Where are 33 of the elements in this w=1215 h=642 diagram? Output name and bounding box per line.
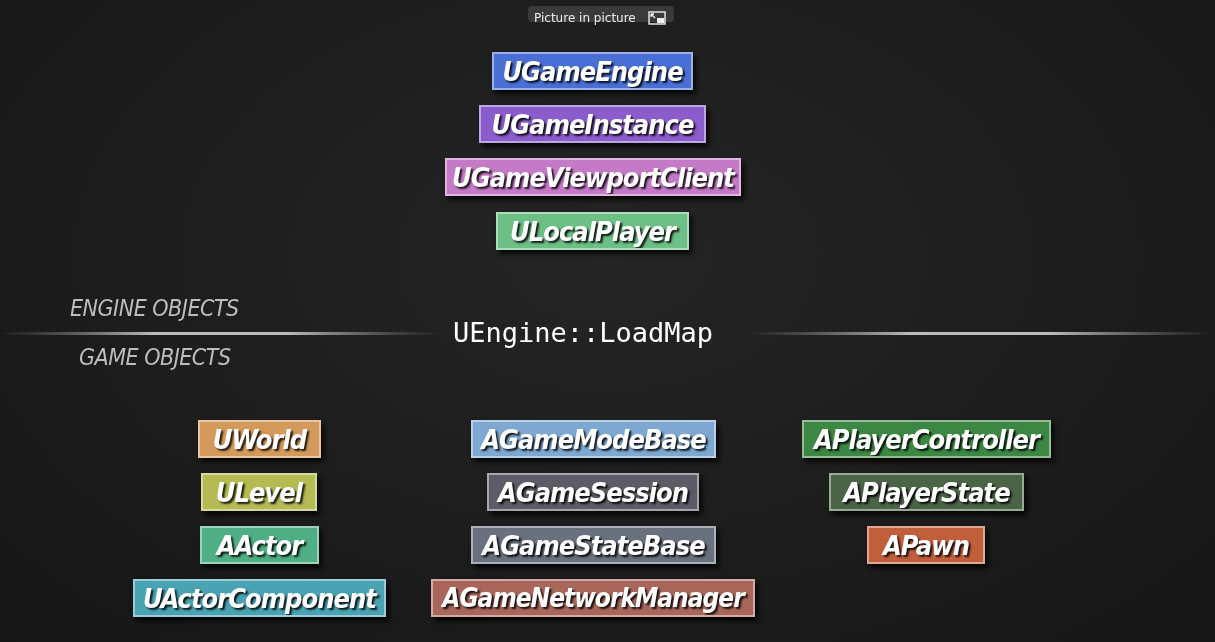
class-box [471,526,716,564]
class-name: ULocalPlayer [510,215,675,247]
class-name: AGameModeBase [481,423,706,455]
class-name: AGameSession [497,476,689,508]
class-box [200,526,319,564]
class-box [479,105,706,143]
class-name: AGameNetworkManager [442,583,744,613]
section-label: ENGINE OBJECTS [70,295,239,321]
class-name: APawn [883,529,969,561]
class-name: AActor [216,529,303,561]
class-box [492,52,693,90]
class-name: APlayerController [814,423,1039,455]
class-box [198,420,321,458]
class-box [802,420,1051,458]
function-name: UEngine::LoadMap [453,317,714,348]
class-box [445,158,741,196]
class-box [201,473,317,511]
class-name: UGameEngine [502,55,683,87]
section-label: GAME OBJECTS [79,344,231,370]
class-name: ULevel [215,476,303,508]
class-box [133,579,386,617]
class-box [487,473,699,511]
class-name: UGameViewportClient [452,161,734,193]
class-name: UGameInstance [491,108,694,140]
class-name: AGameStateBase [482,529,705,561]
class-box [431,579,755,617]
class-name: UWorld [212,423,307,455]
class-box [496,212,689,250]
class-name: UActorComponent [143,582,376,614]
class-box [829,473,1024,511]
class-box [471,420,716,458]
class-box [867,526,985,564]
class-name: APlayerState [843,476,1010,508]
